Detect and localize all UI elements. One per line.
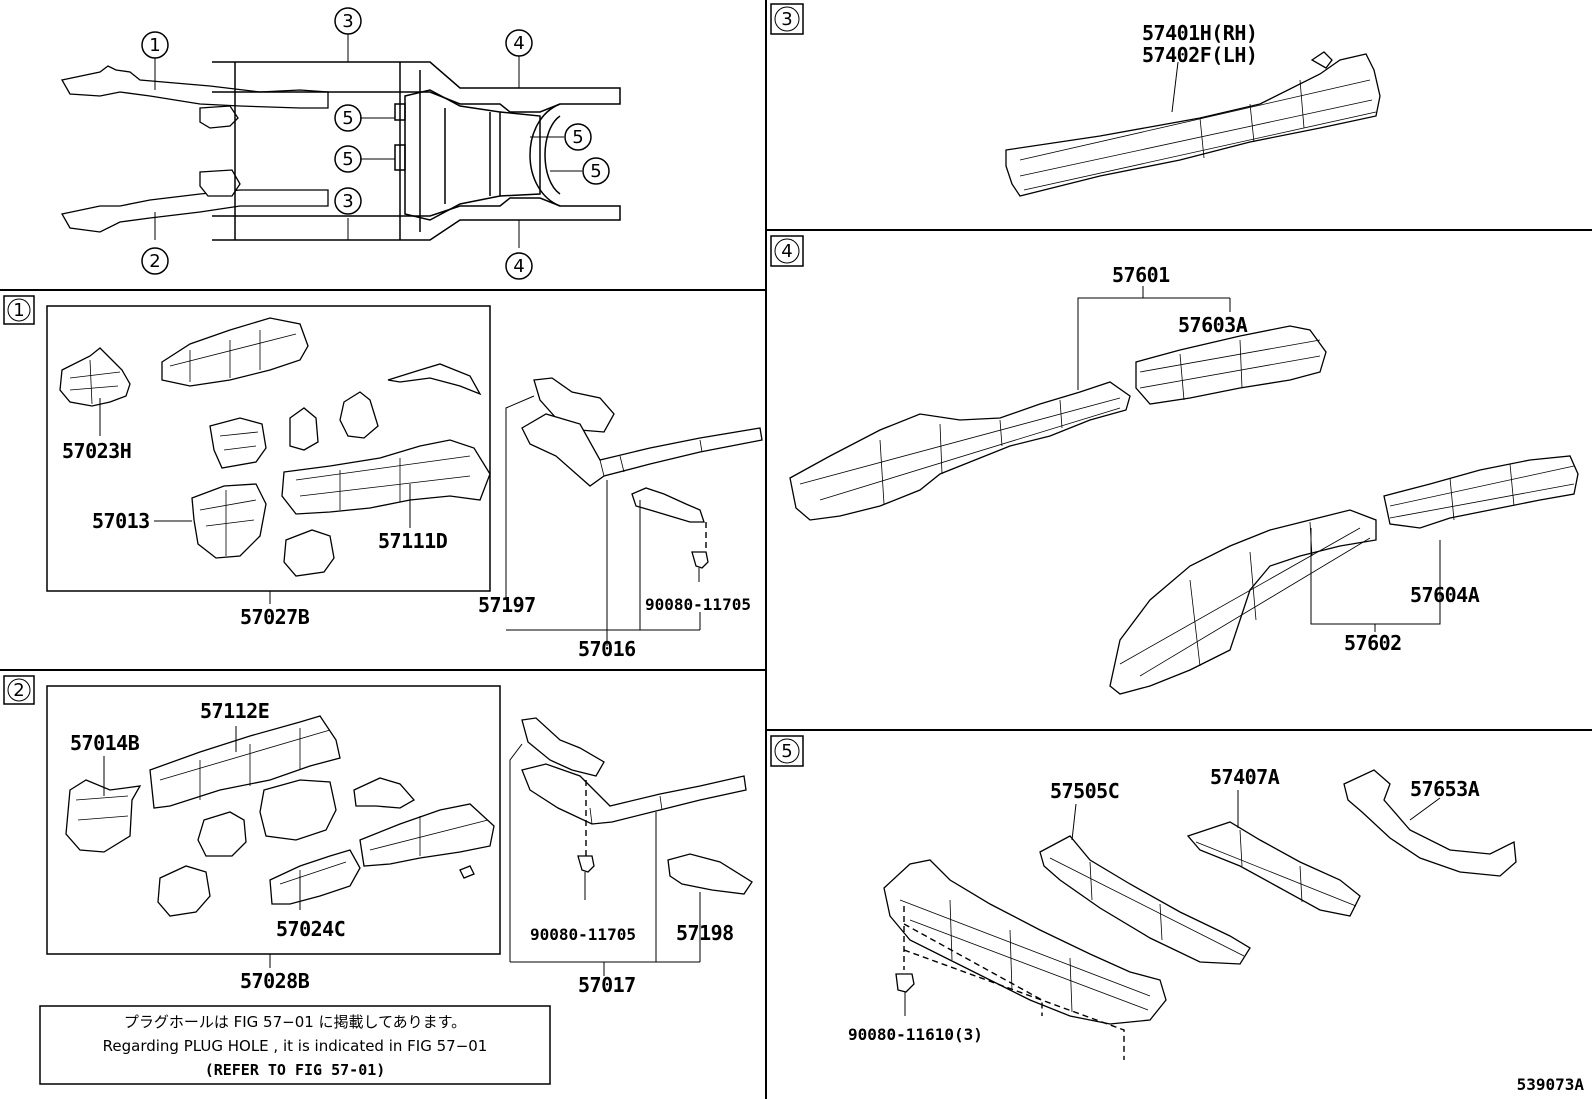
part-57016: 57016 xyxy=(578,637,636,661)
part-57027B: 57027B xyxy=(240,605,310,629)
overview-callout-3-top: 3 xyxy=(334,7,362,35)
svg-text:4: 4 xyxy=(781,241,792,262)
overview-callout-5-d: 5 xyxy=(582,157,610,185)
overview-callout-5-c: 5 xyxy=(564,123,592,151)
overview-callout-3-bottom: 3 xyxy=(334,187,362,215)
svg-text:1: 1 xyxy=(13,300,24,321)
svg-text:2: 2 xyxy=(149,251,160,272)
plug-hole-note: プラグホールは FIG 57−01 に掲載してあります。 Regarding P… xyxy=(39,1005,551,1085)
part-57111D: 57111D xyxy=(378,529,448,553)
part-57402F-LH: 57402F(LH) xyxy=(1142,43,1257,67)
svg-text:5: 5 xyxy=(342,149,353,170)
part-57505C: 57505C xyxy=(1050,779,1119,803)
svg-text:3: 3 xyxy=(342,191,353,212)
section-2: 2 57014B 57112E xyxy=(3,675,753,1085)
part-57024C: 57024C xyxy=(276,917,345,941)
svg-text:3: 3 xyxy=(342,11,353,32)
part-57014B: 57014B xyxy=(70,731,140,755)
part-57604A: 57604A xyxy=(1410,583,1480,607)
section-1-assembly-box xyxy=(46,305,491,592)
part-57603A: 57603A xyxy=(1178,313,1248,337)
svg-text:4: 4 xyxy=(513,33,524,54)
svg-text:5: 5 xyxy=(572,127,583,148)
section-5-tag: 5 xyxy=(770,735,804,767)
part-57112E: 57112E xyxy=(200,699,269,723)
note-en: Regarding PLUG HOLE , it is indicated in… xyxy=(103,1037,488,1055)
diagram-id: 539073A xyxy=(1517,1075,1585,1094)
overview-callout-5-b: 5 xyxy=(334,145,362,173)
part-57023H: 57023H xyxy=(62,439,131,463)
section-4-tag: 4 xyxy=(770,235,804,267)
svg-text:2: 2 xyxy=(13,680,24,701)
note-ref: (REFER TO FIG 57-01) xyxy=(205,1061,386,1079)
part-57198: 57198 xyxy=(676,921,734,945)
part-57653A: 57653A xyxy=(1410,777,1480,801)
part-57407A: 57407A xyxy=(1210,765,1280,789)
part-57017: 57017 xyxy=(578,973,636,997)
section-3: 3 57401H(RH) 57402F(LH) xyxy=(770,3,1381,197)
section-1-tag: 1 xyxy=(3,295,35,325)
overview-callout-4-top: 4 xyxy=(505,29,533,57)
overview-callout-5-a: 5 xyxy=(334,104,362,132)
section-3-tag: 3 xyxy=(770,3,804,35)
section-5: 5 57505C 57407A 57653A 90080-11610(3) xyxy=(770,735,1517,1060)
part-57602: 57602 xyxy=(1344,631,1402,655)
part-57197: 57197 xyxy=(478,593,536,617)
part-57013: 57013 xyxy=(92,509,150,533)
overview-callout-1: 1 xyxy=(141,31,169,59)
section-1: 1 57023H xyxy=(3,295,763,661)
note-jp: プラグホールは FIG 57−01 に掲載してあります。 xyxy=(124,1013,466,1031)
part-90080-11705-a: 90080-11705 xyxy=(645,595,751,614)
overview-callout-4-bottom: 4 xyxy=(505,252,533,280)
overview-callout-2: 2 xyxy=(141,247,169,275)
overview-frame-diagram: 1 2 3 3 4 4 5 5 5 5 xyxy=(60,7,621,280)
part-90080-11705-b: 90080-11705 xyxy=(530,925,636,944)
section-4: 4 57601 57603A 57604A 57602 xyxy=(770,235,1579,695)
svg-text:5: 5 xyxy=(342,108,353,129)
part-57401H-RH: 57401H(RH) xyxy=(1142,21,1257,45)
svg-text:3: 3 xyxy=(781,9,792,30)
part-57028B: 57028B xyxy=(240,969,310,993)
section-2-assembly-box xyxy=(46,685,501,955)
section-2-tag: 2 xyxy=(3,675,35,705)
svg-text:1: 1 xyxy=(149,35,160,56)
svg-text:4: 4 xyxy=(513,256,524,277)
part-57601: 57601 xyxy=(1112,263,1170,287)
part-90080-11610: 90080-11610(3) xyxy=(848,1025,983,1044)
svg-text:5: 5 xyxy=(590,161,601,182)
svg-text:5: 5 xyxy=(781,741,792,762)
